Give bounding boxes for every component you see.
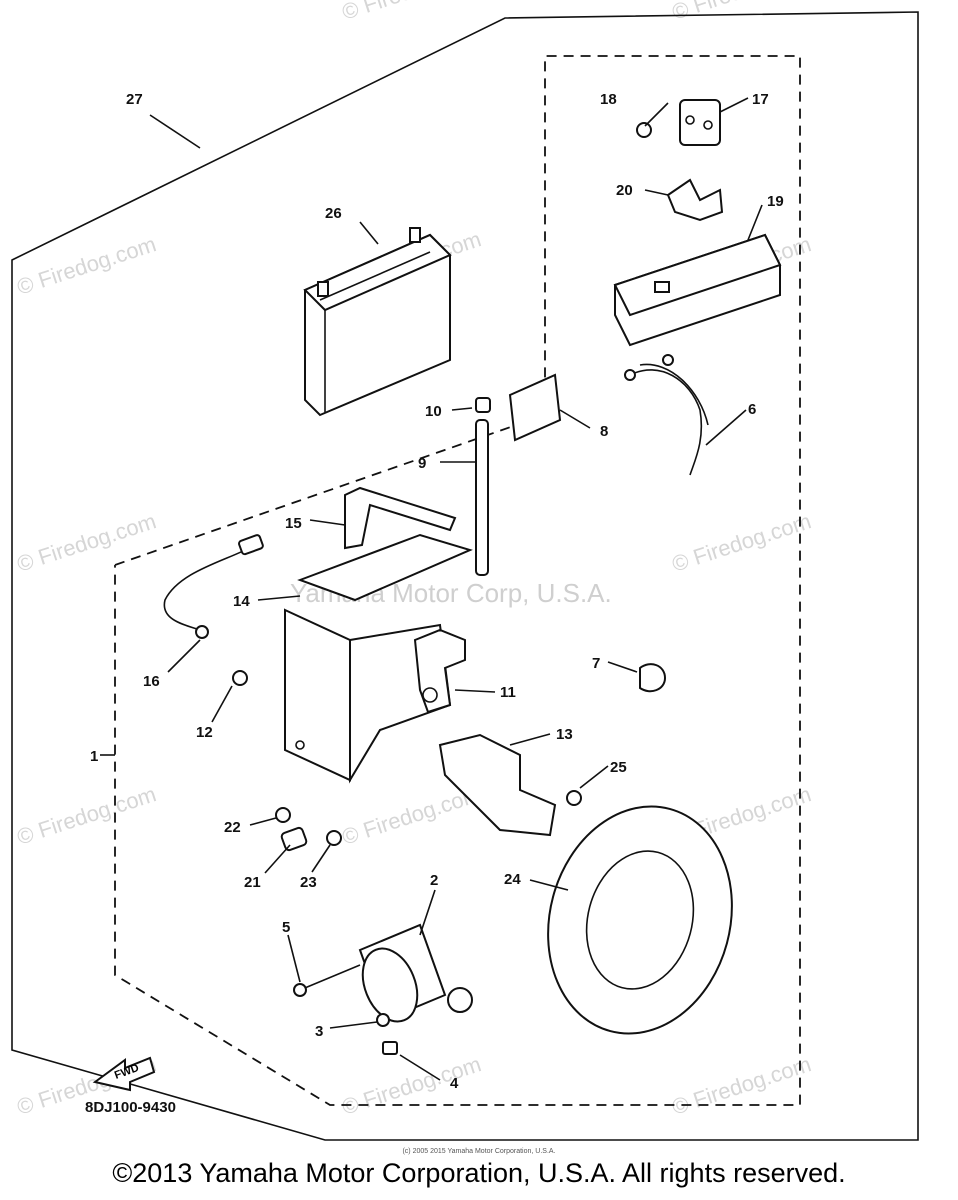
watermark-3: © Firedog.com xyxy=(14,781,159,849)
callouts: 1 2 3 4 5 6 7 8 9 10 11 12 13 14 15 16 1… xyxy=(90,91,784,1092)
watermark-12: © Firedog.com xyxy=(669,1051,814,1119)
callout-9: 9 xyxy=(418,455,426,472)
callout-11: 11 xyxy=(500,684,516,701)
callout-22: 22 xyxy=(224,819,241,836)
starter-relay xyxy=(613,233,782,347)
callout-27: 27 xyxy=(126,91,143,108)
plate xyxy=(438,733,557,837)
callout-12: 12 xyxy=(196,724,213,741)
bolt-5 xyxy=(299,964,361,991)
leader-lines xyxy=(100,97,763,1081)
callout-4: 4 xyxy=(450,1075,459,1092)
callout-7: 7 xyxy=(592,655,600,672)
battery-band xyxy=(344,486,457,550)
copyright-footer: ©2013 Yamaha Motor Corporation, U.S.A. A… xyxy=(112,1158,846,1188)
lead-wire xyxy=(163,544,256,631)
callout-6: 6 xyxy=(748,401,756,418)
battery-pad xyxy=(508,373,562,442)
callout-13: 13 xyxy=(556,726,573,743)
small-copyright-note: (c) 2005 2015 Yamaha Motor Corporation, … xyxy=(402,1148,556,1155)
wire-harness xyxy=(629,369,703,476)
bolt-4 xyxy=(382,1041,398,1055)
watermark-2: © Firedog.com xyxy=(14,508,159,576)
callout-19: 19 xyxy=(767,193,784,210)
collar xyxy=(475,397,491,413)
screw-22 xyxy=(275,807,291,823)
forward-arrow: FWD xyxy=(92,1056,156,1092)
callout-8: 8 xyxy=(600,423,608,440)
battery-box-bracket xyxy=(284,608,466,784)
starter-motor xyxy=(358,923,473,1023)
callout-20: 20 xyxy=(616,182,633,199)
bolt-12 xyxy=(232,670,248,686)
clamp xyxy=(639,663,667,693)
callout-16: 16 xyxy=(143,673,160,690)
callout-15: 15 xyxy=(285,515,302,532)
callout-24: 24 xyxy=(504,871,521,888)
callout-17: 17 xyxy=(752,91,769,108)
callout-26: 26 xyxy=(325,205,342,222)
terminal-cover xyxy=(280,826,308,852)
watermark-13: © Firedog.com xyxy=(669,0,814,25)
bolt-25 xyxy=(566,790,582,806)
callout-21: 21 xyxy=(244,874,261,891)
callout-18: 18 xyxy=(600,91,617,108)
nut-23 xyxy=(326,830,342,846)
diagram-code: 8DJ100-9430 xyxy=(85,1099,176,1116)
callout-5: 5 xyxy=(282,919,290,936)
callout-10: 10 xyxy=(425,403,442,420)
callout-2: 2 xyxy=(430,872,438,889)
nut-3 xyxy=(376,1013,390,1027)
kit-outline xyxy=(11,11,919,1141)
relay-bracket xyxy=(666,178,724,222)
bolt-18 xyxy=(636,122,652,138)
callout-1: 1 xyxy=(90,748,98,765)
callout-23: 23 xyxy=(300,874,317,891)
watermark-10: © Firedog.com xyxy=(669,508,814,576)
watermark-1: © Firedog.com xyxy=(14,231,159,299)
assembly-dashed-outline xyxy=(114,55,801,1106)
sprocket-disc xyxy=(547,805,733,1035)
battery-rod xyxy=(475,419,489,576)
callout-14: 14 xyxy=(233,593,250,610)
callout-25: 25 xyxy=(610,759,627,776)
watermark-8: © Firedog.com xyxy=(339,0,484,25)
battery xyxy=(303,227,452,417)
relay-switch xyxy=(679,99,721,146)
callout-3: 3 xyxy=(315,1023,323,1040)
battery-sheet xyxy=(297,533,473,602)
